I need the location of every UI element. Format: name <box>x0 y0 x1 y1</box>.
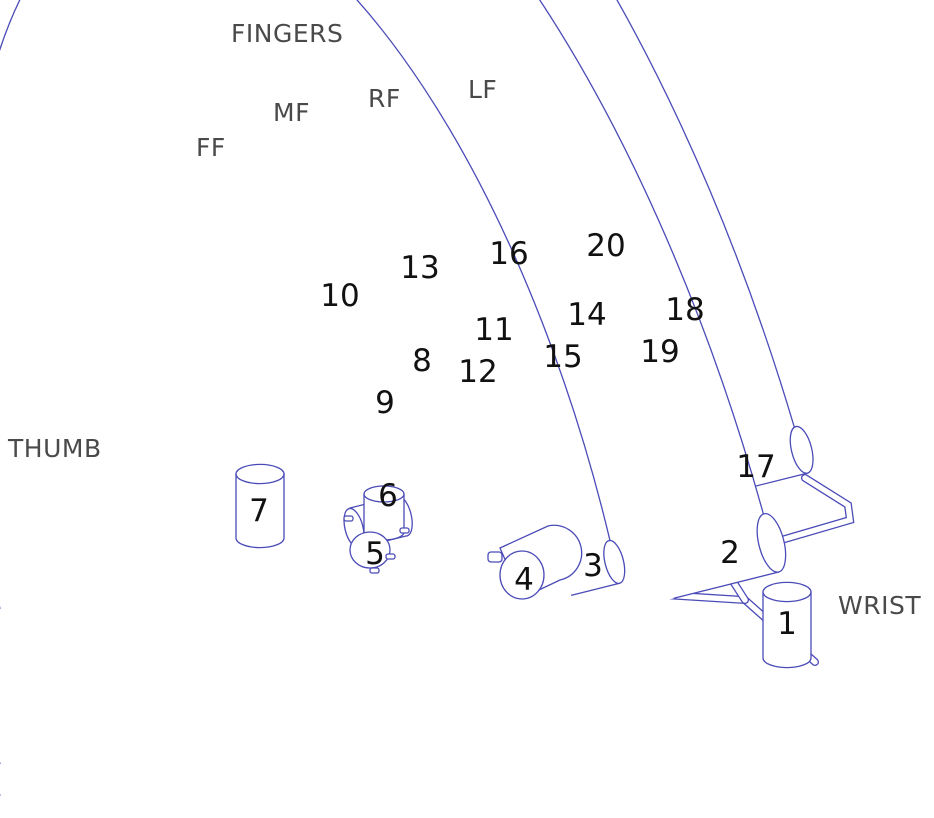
joint-number-11: 11 <box>474 312 513 348</box>
joint-4-part <box>487 524 583 600</box>
joint-number-3: 3 <box>583 548 603 584</box>
joint-number-5: 5 <box>365 536 385 572</box>
joint-number-14: 14 <box>567 297 606 333</box>
rod-wrist-to-17 <box>726 474 855 559</box>
joint-number-1: 1 <box>777 606 797 642</box>
label-mf: MF <box>273 98 310 127</box>
label-wrist: WRIST <box>838 591 921 620</box>
joint-7-cylinder <box>235 463 285 549</box>
joint-number-15: 15 <box>543 339 582 375</box>
joint-3-cylinder <box>0 0 626 609</box>
label-lf: LF <box>468 75 497 104</box>
joint-number-7: 7 <box>249 493 269 529</box>
joint-number-16: 16 <box>489 236 528 272</box>
joint-number-13: 13 <box>400 250 439 286</box>
joint-number-20: 20 <box>586 228 625 264</box>
joint-number-2: 2 <box>720 535 740 571</box>
label-fingers: FINGERS <box>231 19 343 48</box>
joint-number-19: 19 <box>640 334 679 370</box>
label-thumb: THUMB <box>7 434 102 463</box>
joint-number-8: 8 <box>412 343 432 379</box>
joint-parts <box>0 0 814 796</box>
joint-number-12: 12 <box>458 354 497 390</box>
joint-number-6: 6 <box>378 478 398 514</box>
joint-number-10: 10 <box>320 278 359 314</box>
label-rf: RF <box>368 84 401 113</box>
label-ff: FF <box>196 133 226 162</box>
joint-1-cylinder <box>762 581 812 669</box>
joint-number-4: 4 <box>514 562 534 598</box>
joint-5-6-universal <box>343 485 413 574</box>
joint-number-18: 18 <box>665 292 704 328</box>
joint-numbers: 1 2 3 4 5 6 7 8 9 10 11 12 13 14 15 16 1… <box>249 228 797 642</box>
joint-number-9: 9 <box>375 385 395 421</box>
joint-number-17: 17 <box>736 449 775 485</box>
